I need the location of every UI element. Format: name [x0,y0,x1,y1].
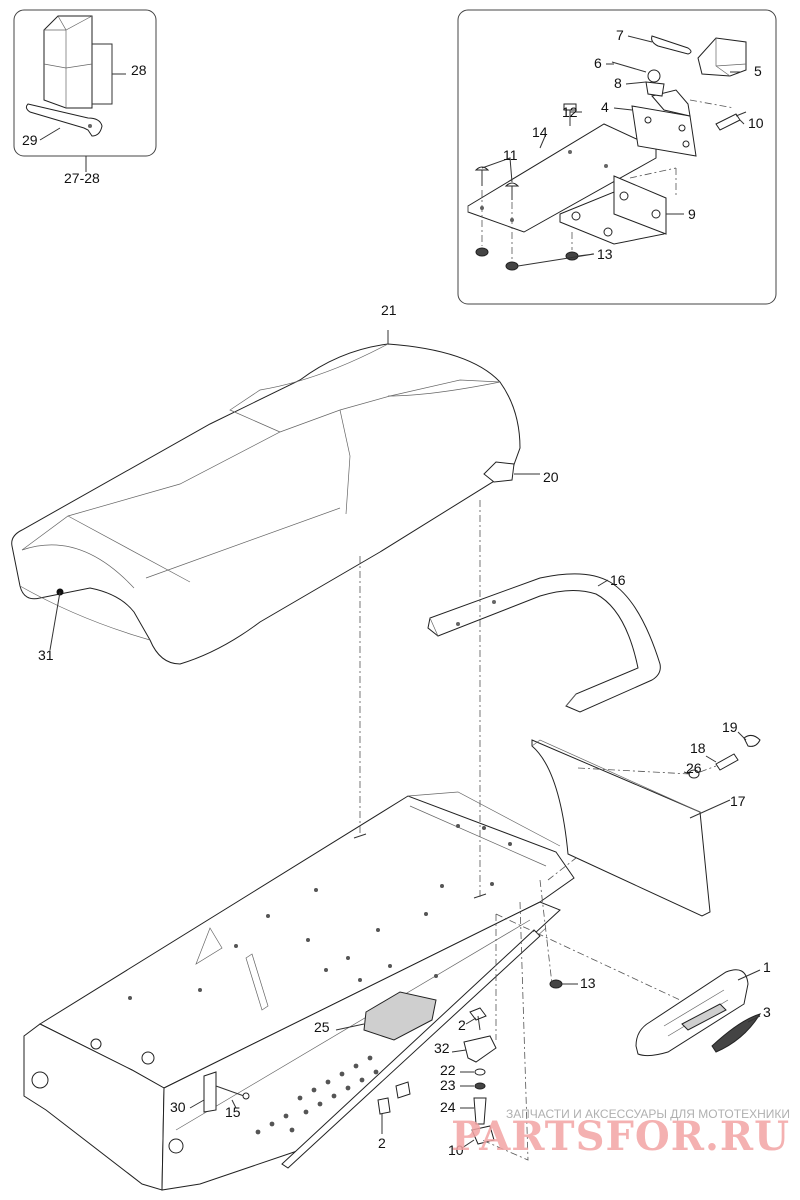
callout-c3: 3 [763,1004,771,1020]
callout-c30: 30 [170,1099,186,1115]
callout-c21: 21 [381,302,397,318]
seat-latch-tab-part [483,461,515,483]
callout-c8: 8 [614,75,622,91]
toolkit-inset-panel [13,9,157,172]
callout-c4: 4 [601,99,609,115]
latch-block-part [697,37,747,77]
knob-part [645,69,665,97]
rest-pad-part [363,991,437,1041]
mounting-plate-part [467,123,657,233]
callout-c17: 17 [730,793,746,809]
tail-light-part [635,969,749,1057]
bolts-11-part [474,166,520,200]
watermark-caption: ЗАПЧАСТИ И АКСЕССУАРЫ ДЛЯ МОТОТЕХНИКИ [506,1107,790,1121]
callout-c5: 5 [754,63,762,79]
callout-c13a: 13 [597,246,613,262]
mud-flap-part [531,739,731,917]
callout-c6: 6 [594,55,602,71]
callout-c27: 27-28 [64,170,100,186]
callout-c22: 22 [440,1062,456,1078]
callout-c2b: 2 [378,1135,386,1151]
callout-c13b: 13 [580,975,596,991]
callout-c26: 26 [686,760,702,776]
grab-handle-part [427,573,661,713]
callout-c10a: 10 [748,115,764,131]
spanner-wrench-part [25,103,103,137]
watermark: ЗАПЧАСТИ И АКСЕССУАРЫ ДЛЯ МОТОТЕХНИКИ PA… [451,1107,790,1160]
callout-labels: 1223456789101011121313141516171819202122… [22,27,771,1158]
rear-tunnel-frame-part [23,791,575,1191]
retaining-clip-part [651,35,692,55]
tunnel-hardware-parts [189,979,578,1149]
callout-c28: 28 [131,62,147,78]
hinge-plate-part [631,89,697,157]
flap-hardware-parts [577,731,761,779]
lower-bracket-part [559,175,667,245]
callout-c23: 23 [440,1077,456,1093]
callout-c29: 29 [22,132,38,148]
assembly-guide-lines [359,500,681,1161]
bolt-12-part [563,103,577,126]
callout-c32: 32 [434,1040,450,1056]
tool-bag-part [43,15,93,109]
callout-c14: 14 [532,124,548,140]
callout-c31: 31 [38,647,54,663]
callout-c7: 7 [616,27,624,43]
pin-part [611,61,647,73]
callout-c24: 24 [440,1099,456,1115]
callout-c9: 9 [688,206,696,222]
callout-c20: 20 [543,469,559,485]
callout-c19: 19 [722,719,738,735]
callout-c18: 18 [690,740,706,756]
callout-c16: 16 [610,572,626,588]
callout-c11: 11 [503,147,518,163]
callout-c1: 1 [763,959,771,975]
seat-part [11,330,540,665]
callout-c10b: 10 [448,1142,464,1158]
reflector-lens-part [711,1013,762,1053]
callout-c25: 25 [314,1019,330,1035]
callout-c2a: 2 [458,1017,466,1033]
callout-c12: 12 [562,104,578,120]
callout-c15: 15 [225,1104,241,1120]
watermark-brand: PARTSFOR.RU [451,1113,790,1160]
bracket-inset-panel [457,9,777,305]
